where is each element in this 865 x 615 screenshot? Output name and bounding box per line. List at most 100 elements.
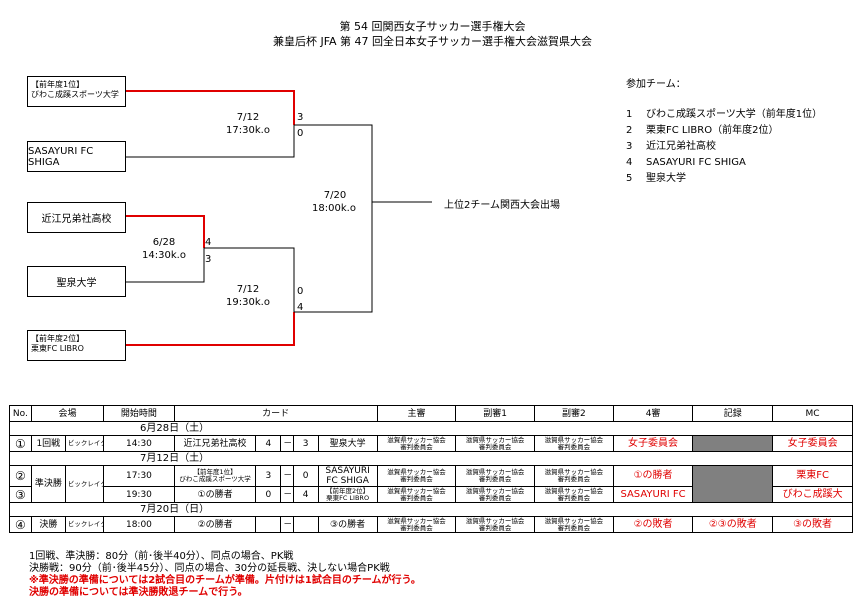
bracket-team3: 近江兄弟社高校 [27, 202, 126, 233]
fourth-official: ①の勝者 [612, 465, 694, 487]
header-record: 記録 [692, 405, 774, 422]
final-date: 7/20 [323, 190, 347, 201]
match-no: ④ [9, 516, 32, 533]
away-team: ③の勝者 [317, 516, 378, 533]
header-ar1: 副審1 [455, 405, 535, 422]
venue: ビックレイクA [64, 516, 105, 533]
bracket-line-team2 [126, 125, 295, 158]
bracket-team4: 聖泉大学 [27, 266, 126, 297]
bracket-line-winner-c [294, 202, 373, 313]
ar2: 滋賀県サッカー協会審判委員会 [534, 465, 614, 487]
bracket-lines [126, 90, 432, 346]
match-a-score-bottom: 0 [297, 128, 304, 139]
advance-text: 上位2チーム関西大会出場 [444, 200, 561, 211]
ar2: 滋賀県サッカー協会審判委員会 [534, 486, 614, 503]
record-cell: ②③の敗者 [692, 516, 774, 533]
away-score [292, 516, 319, 533]
date-label: 7月20日（日） [9, 502, 853, 517]
bracket-team1: 【前年度1位】 びわこ成蹊スポーツ大学 [27, 76, 126, 107]
fourth-official: ②の敗者 [612, 516, 694, 533]
bracket-team2: SASAYURI FC SHIGA [27, 141, 126, 172]
header-start: 開始時間 [103, 405, 175, 422]
title-line1: 第 54 回関西女子サッカー選手権大会 [339, 20, 526, 33]
home-team: 近江兄弟社高校 [173, 435, 257, 452]
header-mc: MC [772, 405, 853, 422]
start-time: 19:30 [103, 486, 175, 503]
team1-seed: 【前年度1位】 [31, 80, 85, 89]
start-time: 17:30 [103, 465, 175, 487]
home-score: 4 [255, 435, 282, 452]
ar1: 滋賀県サッカー協会審判委員会 [455, 516, 535, 533]
match-c-score-top: 0 [297, 286, 304, 297]
score-dash: － [280, 486, 294, 503]
match-c-date: 7/12 [236, 284, 260, 295]
referee: 滋賀県サッカー協会審判委員会 [376, 516, 457, 533]
away-score: 4 [292, 486, 319, 503]
team1-name: びわこ成蹊スポーツ大学 [31, 90, 119, 99]
match-no: ③ [9, 486, 32, 503]
start-time: 18:00 [103, 516, 175, 533]
home-team: 【前年度1位】びわこ成蹊スポーツ大学 [173, 465, 257, 487]
mc-cell: びわこ成蹊大 [772, 486, 853, 503]
fourth-official: SASAYURI FC [612, 486, 694, 503]
match-b-date: 6/28 [152, 237, 176, 248]
match-a-date: 7/12 [236, 112, 260, 123]
bracket-team5: 【前年度2位】 栗東FC LIBRO [27, 330, 126, 361]
note-line4: 決勝の準備については準決勝敗退チームで行う。 [29, 587, 248, 598]
start-time: 14:30 [103, 435, 175, 452]
round: 準決勝 [30, 465, 66, 503]
match-no: ② [9, 465, 32, 487]
away-team: 【前年度2位】栗東FC LIBRO [317, 486, 378, 503]
venue: ビックレイクA [64, 435, 105, 452]
away-score: 0 [292, 465, 319, 487]
score-dash: － [280, 465, 294, 487]
match-c-score-bottom: 4 [297, 302, 304, 313]
ar1: 滋賀県サッカー協会審判委員会 [455, 486, 535, 503]
home-score: 0 [255, 486, 282, 503]
note-line3: ※準決勝の準備については2試合目のチームが準備。片付けは1試合目のチームが行う。 [29, 575, 421, 586]
table-row: ② 準決勝 ビックレイクA 17:30 【前年度1位】びわこ成蹊スポーツ大学 3… [9, 465, 853, 503]
note-line1: 1回戦、準決勝：80分（前･後半40分）、同点の場合、PK戦 [29, 551, 294, 562]
referee: 滋賀県サッカー協会審判委員会 [376, 465, 457, 487]
round: 決勝 [30, 516, 66, 533]
round: 1回戦 [30, 435, 66, 452]
home-score: 3 [255, 465, 282, 487]
mc-cell: ③の敗者 [772, 516, 853, 533]
team2-name: SASAYURI FC SHIGA [28, 145, 94, 168]
team3-name: 近江兄弟社高校 [41, 214, 112, 225]
bracket-line-winner-b [204, 247, 295, 312]
schedule-table: No. 会場 開始時間 カード 主審 副審1 副審2 4審 記録 MC 6月28… [9, 405, 853, 533]
home-team: ②の勝者 [173, 516, 257, 533]
date-row: 7月20日（日） [9, 502, 853, 517]
ar1: 滋賀県サッカー協会審判委員会 [455, 465, 535, 487]
header-ar2: 副審2 [534, 405, 614, 422]
match-b-score-top: 4 [205, 237, 212, 248]
note-line2: 決勝戦：90分（前･後半45分）、同点の場合、30分の延長戦、決しない場合PK戦 [29, 563, 390, 574]
ar2: 滋賀県サッカー協会審判委員会 [534, 516, 614, 533]
header-referee: 主審 [376, 405, 457, 422]
table-row: ① 1回戦 ビックレイクA 14:30 近江兄弟社高校 4 － 3 聖泉大学 滋… [9, 435, 853, 452]
header-venue: 会場 [30, 405, 105, 422]
referee: 滋賀県サッカー協会審判委員会 [376, 435, 457, 452]
date-label: 7月12日（土） [9, 451, 853, 466]
bracket-line-team5 [126, 312, 295, 346]
away-score: 3 [292, 435, 319, 452]
score-dash: － [280, 435, 294, 452]
team5-name: 栗東FC LIBRO [31, 344, 84, 353]
match-b-time: 14:30k.o [142, 250, 186, 261]
away-team: 聖泉大学 [317, 435, 378, 452]
team4-name: 聖泉大学 [56, 278, 97, 289]
record-cell [692, 435, 774, 452]
bracket-line-team1 [126, 90, 295, 125]
ar2: 滋賀県サッカー協会審判委員会 [534, 435, 614, 452]
header-card: カード [173, 405, 378, 422]
notes: 1回戦、準決勝：80分（前･後半40分）、同点の場合、PK戦 決勝戦：90分（前… [29, 551, 421, 599]
date-row: 7月12日（土） [9, 451, 853, 466]
